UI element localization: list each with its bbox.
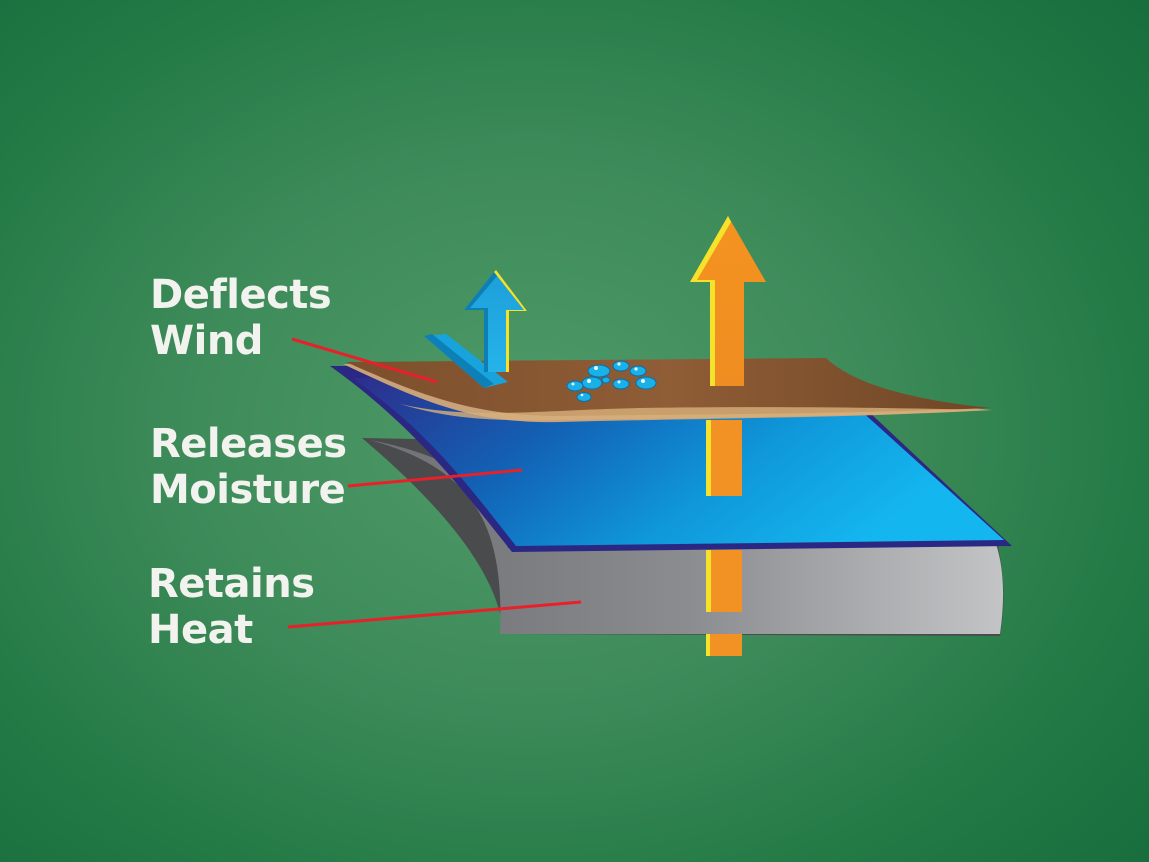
heat-arrow-edge-blue: [706, 420, 711, 496]
label-moisture-line1: Releases: [150, 421, 347, 467]
leader-line-moisture: [347, 468, 523, 488]
label-heat-line1: Retains: [148, 561, 315, 607]
label-releases-moisture: Releases Moisture: [150, 421, 347, 513]
outer-layer: [343, 358, 992, 423]
heat-arrow-edge-gray: [706, 550, 711, 612]
heat-arrow-edge-bottom: [706, 634, 710, 656]
heat-arrow-segment-blue: [708, 420, 742, 496]
label-wind-line2: Wind: [150, 318, 263, 364]
heat-arrow-head: [690, 216, 766, 386]
heat-arrow-segment-gray: [708, 550, 742, 612]
label-deflects-wind: Deflects Wind: [150, 272, 332, 364]
label-wind-line1: Deflects: [150, 272, 332, 318]
moisture-arrow: [464, 270, 527, 372]
droplet-highlights: [571, 362, 645, 397]
label-retains-heat: Retains Heat: [148, 561, 315, 653]
wind-deflection-band-shade: [424, 334, 494, 388]
leader-line-heat: [287, 600, 582, 629]
heat-arrow-segment-bottom: [708, 634, 742, 656]
label-moisture-line2: Moisture: [150, 467, 346, 513]
leader-lines: [287, 337, 582, 629]
leader-line-wind: [291, 337, 438, 384]
label-heat-line2: Heat: [148, 607, 253, 653]
inner-layer: [362, 438, 1004, 636]
water-droplets: [566, 360, 657, 402]
